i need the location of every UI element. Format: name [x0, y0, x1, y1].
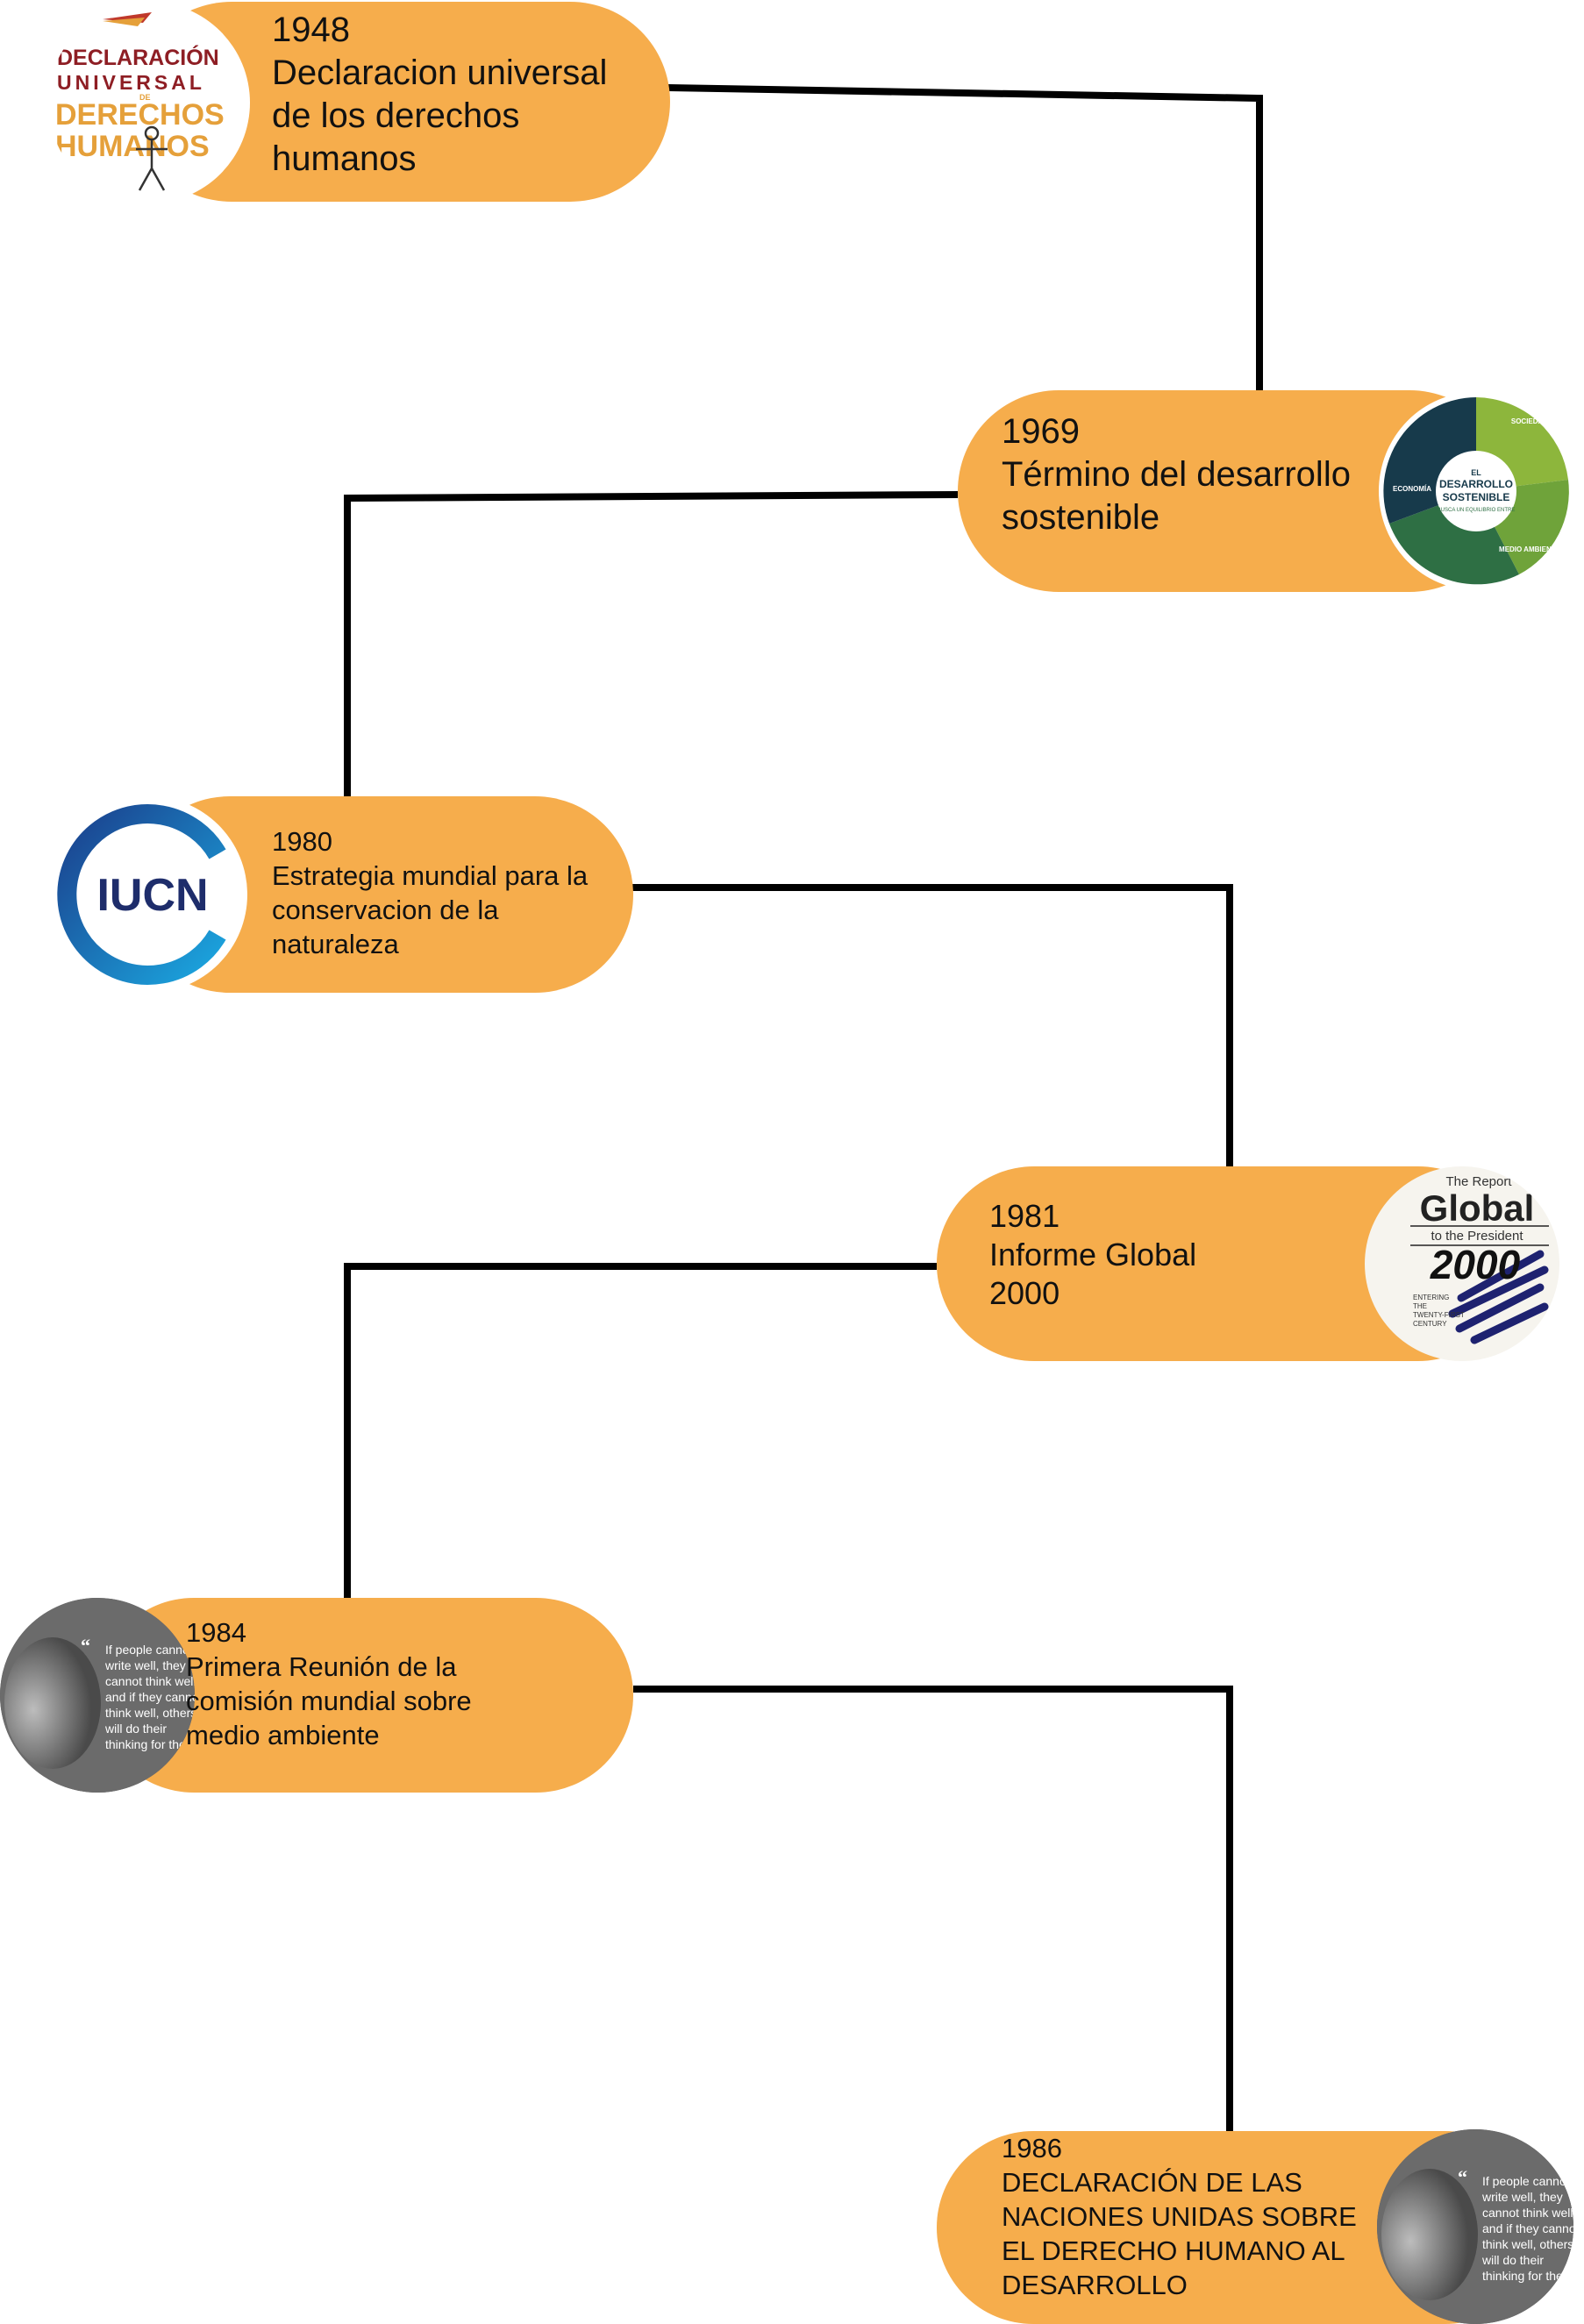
- sostenible-word-3: SOSTENIBLE: [1443, 491, 1510, 503]
- cover-word-6: THE: [1413, 1302, 1427, 1310]
- event-1981-line-2: 2000: [989, 1275, 1060, 1311]
- event-1969-line-1: Término del desarrollo: [1002, 455, 1351, 494]
- quote-line-1: If people cannot: [1482, 2174, 1570, 2188]
- event-1986-text: 1986 DECLARACIÓN DE LAS NACIONES UNIDAS …: [1002, 2131, 1396, 2302]
- event-1984-text: 1984 Primera Reunión de la comisión mund…: [186, 1615, 572, 1752]
- event-1948-year: 1948: [272, 11, 350, 49]
- quote-line-3: cannot think well,: [105, 1674, 195, 1688]
- connector-1948-1969: [666, 84, 1263, 390]
- sostenible-graphic: EL DESARROLLO SOSTENIBLE BUSCA UN EQUILI…: [1383, 397, 1569, 585]
- event-1984-line-3: medio ambiente: [186, 1720, 380, 1750]
- event-1948-line-3: humanos: [272, 139, 417, 178]
- svg-text:“: “: [1458, 2166, 1467, 2188]
- event-1984-year: 1984: [186, 1617, 246, 1648]
- quote-line-7: thinking for them.: [105, 1737, 195, 1751]
- iucn-graphic: IUCN: [57, 804, 226, 985]
- iucn-logo: IUCN: [51, 796, 247, 993]
- event-1981-text: 1981 Informe Global 2000: [989, 1197, 1358, 1313]
- cover-word-8: CENTURY: [1413, 1320, 1447, 1328]
- event-1948-line-1: Declaracion universal: [272, 53, 608, 92]
- quote-line-5: think well, others: [1482, 2237, 1573, 2251]
- logo-word-2: UNIVERSAL: [57, 71, 205, 94]
- portrait-graphic: “ If people cannot write well, they cann…: [0, 1598, 195, 1793]
- event-1980-line-1: Estrategia mundial para la: [272, 860, 589, 891]
- connector-1980-1981: [616, 884, 1233, 1166]
- logo-graphic: DECLARACIÓN UNIVERSAL DE DERECHOS HUMANO…: [55, 12, 225, 191]
- event-1986-line-1: DECLARACIÓN DE LAS: [1002, 2167, 1302, 2198]
- quote-line-4: and if they cannot: [105, 1690, 195, 1704]
- sostenible-word-4: BUSCA UN EQUILIBRIO ENTRE: [1438, 508, 1516, 513]
- quote-line-7: thinking for them.: [1482, 2269, 1573, 2283]
- cover-word-3: to the President: [1431, 1229, 1523, 1244]
- global-2000-report-cover: The Report Global to the President 2000 …: [1365, 1166, 1559, 1361]
- global-2000-graphic: The Report Global to the President 2000 …: [1410, 1174, 1549, 1344]
- event-1948-text: 1948 Declaracion universal de los derech…: [272, 9, 658, 181]
- stick-figure-icon: [136, 125, 168, 191]
- event-1980-text: 1980 Estrategia mundial para la conserva…: [272, 824, 640, 961]
- cover-word-2: Global: [1420, 1187, 1535, 1229]
- sostenible-word-7: MEDIO AMBIENTE: [1499, 545, 1561, 553]
- event-1969-line-2: sostenible: [1002, 498, 1160, 537]
- connector-1984-1986: [633, 1686, 1233, 2131]
- quote-line-6: will do their: [1481, 2253, 1544, 2267]
- event-1984-line-1: Primera Reunión de la: [186, 1651, 457, 1682]
- quote-line-2: write well, they: [1481, 2190, 1563, 2204]
- desarrollo-sostenible-diagram: EL DESARROLLO SOSTENIBLE BUSCA UN EQUILI…: [1379, 392, 1573, 590]
- connector-1969-1980: [344, 491, 959, 800]
- connector-1981-1984: [344, 1263, 937, 1598]
- event-1981-year: 1981: [989, 1198, 1060, 1234]
- quote-line-6: will do their: [104, 1722, 167, 1736]
- event-1948-line-2: de los derechos: [272, 96, 520, 135]
- quote-line-2: write well, they: [104, 1658, 186, 1672]
- svg-text:“: “: [81, 1635, 90, 1657]
- event-1984-line-2: comisión mundial sobre: [186, 1686, 472, 1716]
- sostenible-word-1: EL: [1471, 468, 1481, 477]
- cover-word-7: TWENTY-FIRST: [1413, 1311, 1465, 1319]
- cover-word-5: ENTERING: [1413, 1294, 1449, 1301]
- event-1981-line-1: Informe Global: [989, 1237, 1197, 1272]
- event-1986-year: 1986: [1002, 2133, 1062, 2164]
- cover-word-4: 2000: [1430, 1242, 1521, 1287]
- event-1980-line-2: conservacion de la: [272, 895, 499, 925]
- sostenible-word-2: DESARROLLO: [1439, 478, 1513, 490]
- event-1986-line-3: EL DERECHO HUMANO AL: [1002, 2235, 1345, 2266]
- scribble-icon: [1448, 1250, 1549, 1344]
- quote-portrait-photo: “ If people cannot write well, they cann…: [1377, 2129, 1573, 2324]
- logo-word-4: DERECHOS: [55, 98, 225, 132]
- quote-line-3: cannot think well,: [1482, 2206, 1573, 2220]
- logo-word-1: DECLARACIÓN: [57, 44, 219, 70]
- quote-line-1: If people cannot: [105, 1643, 193, 1657]
- sostenible-word-6: ECONOMÍA: [1393, 485, 1431, 493]
- logo-word-5: HUMANOS: [55, 130, 210, 163]
- iucn-wordmark: IUCN: [96, 870, 208, 921]
- quote-portrait-photo: “ If people cannot write well, they cann…: [0, 1598, 195, 1793]
- event-1980-year: 1980: [272, 826, 332, 857]
- cover-word-1: The Report: [1445, 1174, 1512, 1189]
- quote-line-5: think well, others: [105, 1706, 195, 1720]
- event-1986-line-4: DESARROLLO: [1002, 2270, 1188, 2300]
- event-1986-line-2: NACIONES UNIDAS SOBRE: [1002, 2201, 1357, 2232]
- event-1980-line-3: naturaleza: [272, 929, 399, 959]
- quote-line-4: and if they cannot: [1482, 2221, 1573, 2235]
- portrait-graphic: “ If people cannot write well, they cann…: [1377, 2129, 1573, 2324]
- logo-word-3: DE: [139, 93, 151, 102]
- declaracion-derechos-humanos-logo: DECLARACIÓN UNIVERSAL DE DERECHOS HUMANO…: [48, 2, 250, 203]
- sostenible-word-5: SOCIEDAD: [1511, 417, 1548, 425]
- event-1969-text: 1969 Término del desarrollo sostenible: [1002, 410, 1388, 539]
- event-1969-year: 1969: [1002, 412, 1080, 451]
